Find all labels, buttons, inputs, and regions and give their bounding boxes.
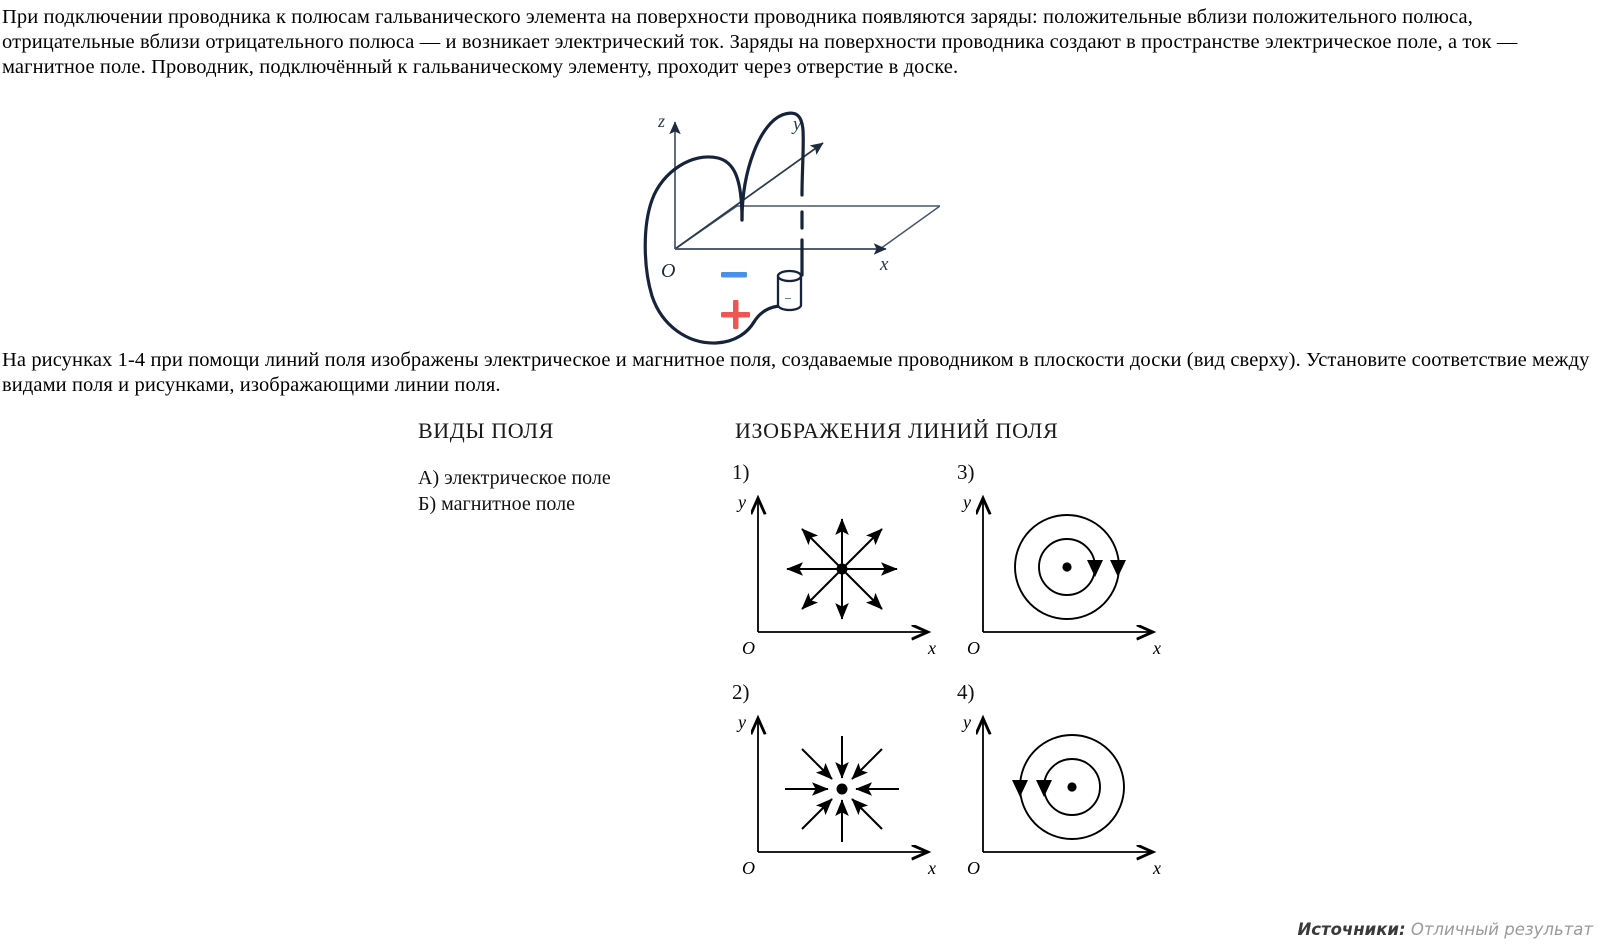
figure-2-axes — [758, 720, 926, 852]
figure-4: 4) y x O — [955, 680, 1185, 895]
figure-2-number: 2) — [732, 680, 750, 704]
option-a-electric-field: А) электрическое поле — [418, 467, 611, 489]
figure-4-arrow-outer — [1012, 780, 1028, 797]
figure-1-svg: y x O — [736, 492, 936, 658]
conductor-3d-svg: z y x O — [643, 111, 941, 345]
z-axis-label: z — [657, 111, 665, 131]
sources-label: Источники: — [1297, 920, 1406, 939]
figure-3-axes — [983, 500, 1151, 632]
battery-terminal-mark: – — [784, 290, 792, 304]
figure-3-origin-label: O — [967, 638, 980, 658]
figure-2-field-lines — [785, 736, 899, 842]
origin-label: O — [661, 260, 675, 282]
figure-1-field-lines — [786, 518, 898, 620]
figure-4-x-label: x — [1152, 858, 1161, 878]
figure-1-x-label: x — [927, 638, 936, 658]
task-paragraph: На рисунках 1-4 при помощи линий поля из… — [2, 349, 1590, 396]
figure-1-axes — [758, 500, 926, 632]
figure-3-svg: y x O — [961, 492, 1161, 658]
matching-area: ВИДЫ ПОЛЯ ИЗОБРАЖЕНИЯ ЛИНИЙ ПОЛЯ А) элек… — [0, 415, 1601, 885]
figure-3-number: 3) — [957, 460, 975, 484]
conductor-3d-diagram: z y x O — [630, 100, 941, 345]
figure-4-center-dot — [1067, 782, 1077, 792]
option-b-magnetic-field: Б) магнитное поле — [418, 493, 576, 515]
figure-4-axes — [983, 720, 1151, 852]
figure-4-y-label: y — [961, 712, 971, 732]
plus-sign — [721, 300, 750, 329]
y-axis — [674, 142, 824, 250]
minus-sign — [721, 272, 747, 278]
figure-2-x-label: x — [927, 858, 936, 878]
figure-4-arrow-inner — [1036, 780, 1052, 797]
figure-4-svg: y x O — [961, 712, 1161, 878]
x-axis-label: x — [879, 254, 889, 275]
figure-2: 2) y x O — [730, 680, 960, 895]
intro-paragraph: При подключении проводника к полюсам гал… — [2, 6, 1518, 78]
figure-2-origin-label: O — [742, 858, 755, 878]
figure-3-x-label: x — [1152, 638, 1161, 658]
y-axis-label: y — [791, 114, 802, 135]
figure-1: 1) y x O — [730, 460, 960, 675]
sources-value[interactable]: Отличный результат — [1410, 920, 1593, 939]
figure-3-arrow-outer — [1110, 560, 1126, 577]
figure-1-origin-label: O — [742, 638, 755, 658]
figure-1-y-label: y — [736, 492, 746, 512]
figure-3: 3) y x O — [955, 460, 1185, 675]
board-plane — [674, 205, 941, 250]
field-pictures-heading: ИЗОБРАЖЕНИЯ ЛИНИЙ ПОЛЯ — [735, 418, 1059, 443]
figure-3-arrow-inner — [1087, 560, 1103, 577]
figure-2-svg: y x O — [736, 712, 936, 878]
figure-1-center-dot — [836, 563, 848, 575]
figure-4-number: 4) — [957, 680, 975, 704]
figure-2-center-dot — [836, 783, 848, 795]
galvanic-cell: – — [776, 269, 803, 312]
figure-3-y-label: y — [961, 492, 971, 512]
figure-4-origin-label: O — [967, 858, 980, 878]
sources-footer: Источники: Отличный результат — [1297, 920, 1593, 939]
figure-1-number: 1) — [732, 460, 750, 484]
field-types-heading: ВИДЫ ПОЛЯ — [418, 418, 554, 443]
figure-2-y-label: y — [736, 712, 746, 732]
figure-3-center-dot — [1062, 562, 1072, 572]
